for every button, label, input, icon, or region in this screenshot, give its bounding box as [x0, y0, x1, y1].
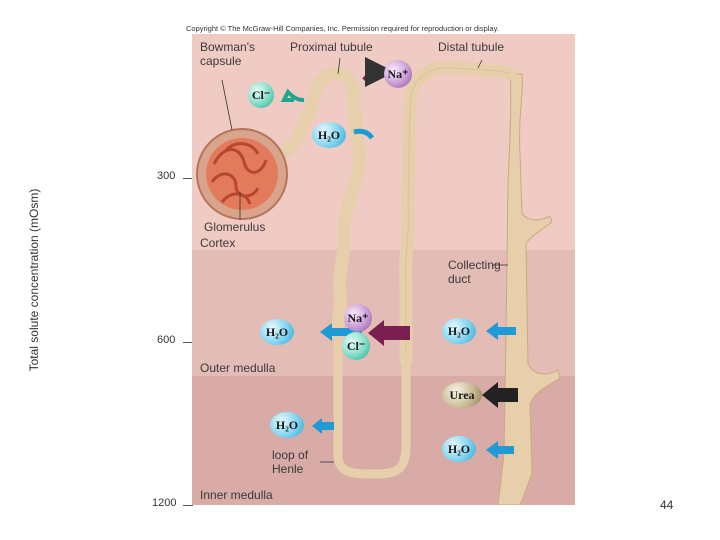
ion-urea: Urea [442, 382, 482, 408]
proximal-leader [337, 57, 341, 75]
ion-na-mid: Na⁺ [344, 304, 372, 332]
arrow-h2o-right-outer [486, 322, 516, 340]
label-collecting-duct: Collecting duct [448, 258, 501, 286]
label-distal-tubule: Distal tubule [438, 40, 505, 54]
tick-label-1200: 1200 [152, 497, 177, 509]
label-proximal-tubule: Proximal tubule [290, 40, 373, 54]
arrow-h2o-proximal [353, 128, 375, 140]
arrow-h2o-left-outer [320, 323, 362, 341]
arrow-h2o-loop [312, 418, 334, 434]
page-number: 44 [660, 498, 674, 512]
arrow-na-top [362, 57, 395, 88]
loop-of-henle-shape [333, 329, 411, 479]
ion-h2o-proximal: H₂O [312, 122, 346, 148]
label-cortex: Cortex [200, 236, 236, 250]
ion-h2o-right-outer: H₂O [442, 318, 476, 344]
nephron-drawing [196, 57, 561, 505]
ion-cl-top: Cl⁻ [248, 82, 274, 108]
glomerulus-capillaries [210, 142, 268, 205]
collecting-duct-shape [497, 73, 561, 505]
tick-mark-1200 [183, 505, 193, 506]
label-inner-medulla: Inner medulla [200, 488, 273, 502]
distal-leader [477, 59, 483, 69]
axis-title: Total solute concentration (mOsm) [27, 188, 41, 372]
arrow-cl-top [280, 88, 305, 102]
label-glomerulus: Glomerulus [204, 220, 266, 234]
proximal-tubule-shape [277, 67, 366, 341]
label-bowmans-capsule: Bowman's capsule [200, 40, 255, 68]
copyright-notice: Copyright © The McGraw-Hill Companies, I… [186, 24, 499, 33]
glomerulus-shape [206, 138, 278, 210]
tick-mark-300 [183, 178, 193, 179]
ion-h2o-left-outer: H₂O [260, 319, 294, 345]
distal-tubule-shape [399, 61, 517, 366]
tick-label-300: 300 [157, 170, 176, 182]
tick-mark-600 [183, 342, 193, 343]
ion-na-top: Na⁺ [384, 60, 412, 88]
nephron-figure: Bowman's capsule Proximal tubule Distal … [192, 34, 575, 505]
ion-h2o-loop: H₂O [270, 412, 304, 438]
bowmans-leader [221, 79, 233, 131]
label-loop-of-henle: loop of Henle [272, 448, 309, 476]
label-outer-medulla: Outer medulla [200, 361, 276, 375]
ion-cl-mid: Cl⁻ [342, 332, 370, 360]
ion-h2o-right-inner: H₂O [442, 436, 476, 462]
tick-label-600: 600 [157, 334, 176, 346]
arrow-h2o-right-inner [486, 441, 514, 459]
arrow-urea [482, 382, 518, 408]
arrow-na-cl-outer [368, 320, 410, 346]
